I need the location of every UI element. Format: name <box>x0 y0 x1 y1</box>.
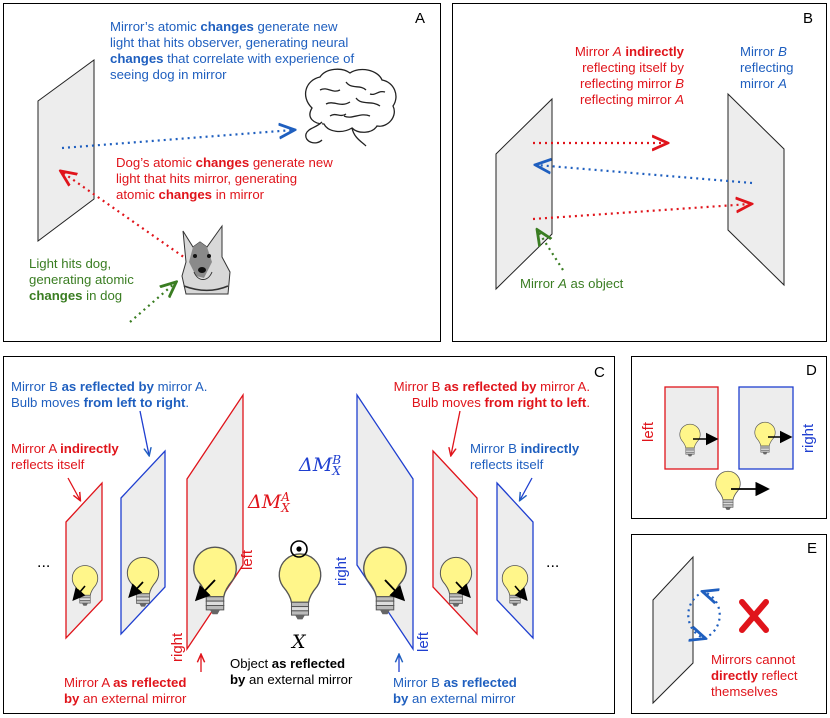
bulb-arrow <box>194 579 216 602</box>
callout-arrow-red <box>67 477 80 500</box>
b-green-arrow <box>538 231 564 271</box>
panel-label-a: A <box>415 10 426 27</box>
b-indirect-caption: Mirror B indirectly reflects itself <box>470 441 580 472</box>
object-caption: Object as reflected by an external mirro… <box>230 656 353 687</box>
circle-dot-icon <box>290 540 308 558</box>
object-x-label: X <box>292 631 306 653</box>
mirror-panel-e <box>652 555 694 705</box>
dog-caption: Dog’s atomic changes generate new light … <box>116 155 333 202</box>
light-caption: Light hits dog, generating atomic change… <box>29 256 134 303</box>
panel-label-b: B <box>803 10 814 27</box>
label-right-a: right <box>169 632 186 662</box>
label-left-b: left <box>415 631 432 652</box>
label-right-b: right <box>333 556 350 586</box>
a-indirect-caption: Mirror A indirectly reflects itself <box>11 441 119 472</box>
dog-light-arrow <box>62 172 189 261</box>
brain-icon <box>304 68 397 147</box>
panel-label-e: E <box>807 540 818 557</box>
b-red-arrow-bottom <box>532 204 750 221</box>
mirror-a-panel-b <box>495 97 553 291</box>
mirror-b-panel-b <box>727 92 785 287</box>
b-blue-arrow <box>537 165 753 185</box>
bulb-arrow <box>384 579 406 602</box>
mirror-object-caption: Mirror A as object <box>520 276 624 291</box>
ellipsis-left: ... <box>37 554 51 571</box>
observer-caption: Mirror’s atomic changes generate new lig… <box>110 19 355 82</box>
mirror-a-panel-a <box>37 59 95 242</box>
mirror-b-external-caption: Mirror B as reflected by an external mir… <box>393 675 517 706</box>
panel-label-d: D <box>806 362 817 379</box>
sun-light-arrow <box>129 283 175 323</box>
bulb-arrow <box>128 581 144 598</box>
bulb-arrow <box>514 585 528 601</box>
label-left-a: left <box>239 549 256 570</box>
mirror-a-indirect <box>65 481 103 640</box>
bulb-arrow <box>455 581 471 598</box>
d-label-right: right <box>800 423 817 453</box>
mirror-a-external-caption: Mirror A as reflected by an external mir… <box>64 675 187 706</box>
panel-label-c: C <box>594 364 605 381</box>
lightbulb-icon <box>715 470 741 511</box>
mirror-b-indirect <box>496 481 534 640</box>
callout-arrow-blue <box>520 477 533 500</box>
callout-arrow-red <box>451 410 461 455</box>
dotted-circle-icon <box>687 592 721 638</box>
observer-light-arrow <box>61 130 293 150</box>
red-x-icon <box>739 599 769 633</box>
dog-icon <box>181 224 231 295</box>
callout-arrow-blue <box>139 410 149 455</box>
e-caption: Mirrors cannot directly reflect themselv… <box>711 652 798 699</box>
indirect-reflection-caption: Mirror A indirectly reflecting itself by… <box>574 44 684 107</box>
b-reflected-right-caption: Mirror B as reflected by mirror A. Bulb … <box>393 379 590 410</box>
lightbulb-icon <box>278 553 322 621</box>
d-label-left: left <box>640 421 657 442</box>
b-reflected-left-caption: Mirror B as reflected by mirror A. Bulb … <box>11 379 208 410</box>
bulb-arrow <box>72 585 86 601</box>
ellipsis-right: ... <box>546 554 560 571</box>
mirror-b-caption: Mirror B reflecting mirror A <box>740 44 794 91</box>
